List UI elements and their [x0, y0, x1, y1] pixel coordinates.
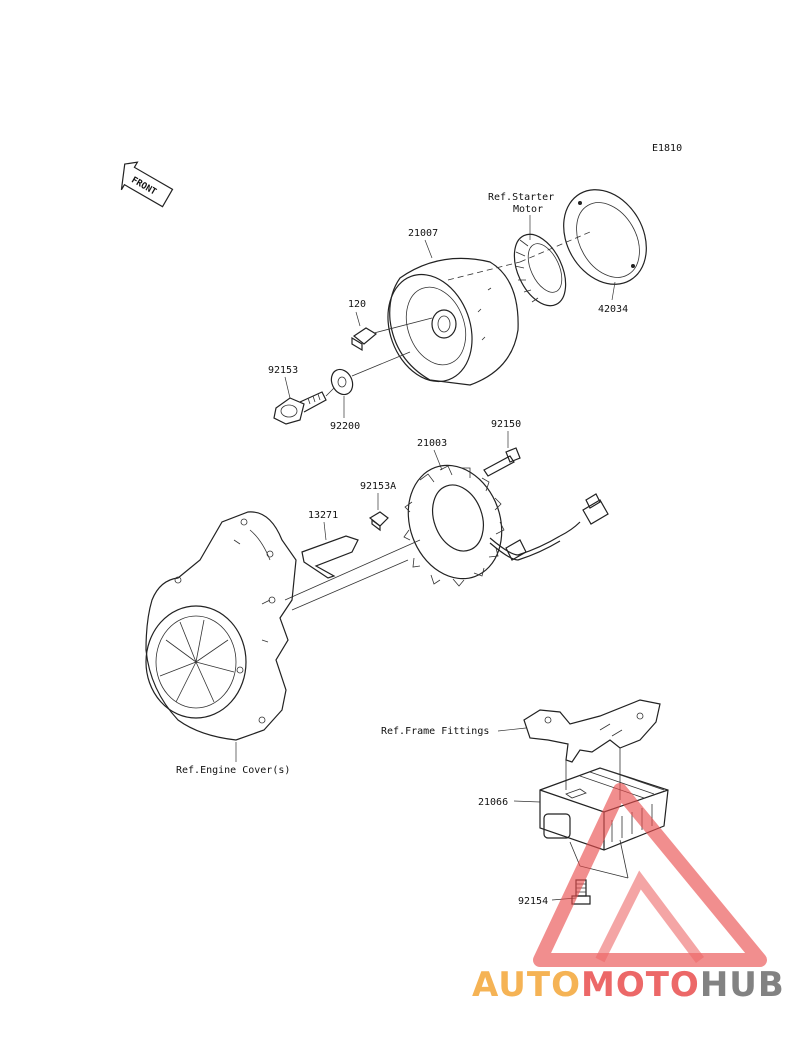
ref-starter-motor-line1: Ref.Starter: [488, 192, 554, 203]
part-92150: 92150: [491, 419, 521, 430]
part-92153a: 92153A: [360, 481, 396, 492]
part-13271: 13271: [308, 510, 338, 521]
watermark-moto: MOTO: [581, 965, 700, 1005]
watermark-logo: AUTOMOTOHUB: [472, 783, 785, 1005]
starter-gear-cover-ring: [563, 189, 647, 285]
clamp: [301, 535, 359, 579]
part-21066: 21066: [478, 797, 508, 808]
part-42034: 42034: [598, 304, 628, 315]
bolt-92153: [273, 391, 327, 425]
part-92200: 92200: [330, 421, 360, 432]
watermark-hub: HUB: [700, 965, 785, 1005]
watermark-auto: AUTO: [472, 965, 581, 1005]
bolt-92153a: [368, 511, 389, 532]
front-arrow: FRONT: [120, 161, 174, 208]
stator-connector: [505, 493, 609, 561]
ref-starter-motor-line2: Motor: [513, 204, 543, 215]
starter-clutch-gear: [513, 233, 567, 307]
flywheel-bolt: [351, 327, 378, 352]
part-21003: 21003: [417, 438, 447, 449]
part-21007: 21007: [408, 228, 438, 239]
ref-frame-fittings: Ref.Frame Fittings: [381, 726, 489, 737]
ref-engine-cover: Ref.Engine Cover(s): [176, 765, 290, 776]
engine-cover: [145, 511, 297, 741]
flywheel: [387, 257, 519, 386]
washer-92200: [330, 368, 354, 396]
frame-bracket: [523, 699, 661, 763]
watermark-triangle: [533, 783, 767, 967]
svg-text:AUTOMOTOHUB: AUTOMOTOHUB: [472, 965, 785, 1005]
stator-bolt: [483, 447, 521, 477]
part-92154: 92154: [518, 896, 548, 907]
part-120: 120: [348, 299, 366, 310]
part-92153: 92153: [268, 365, 298, 376]
stator: [403, 464, 561, 587]
diagram-code: E1810: [652, 143, 682, 154]
